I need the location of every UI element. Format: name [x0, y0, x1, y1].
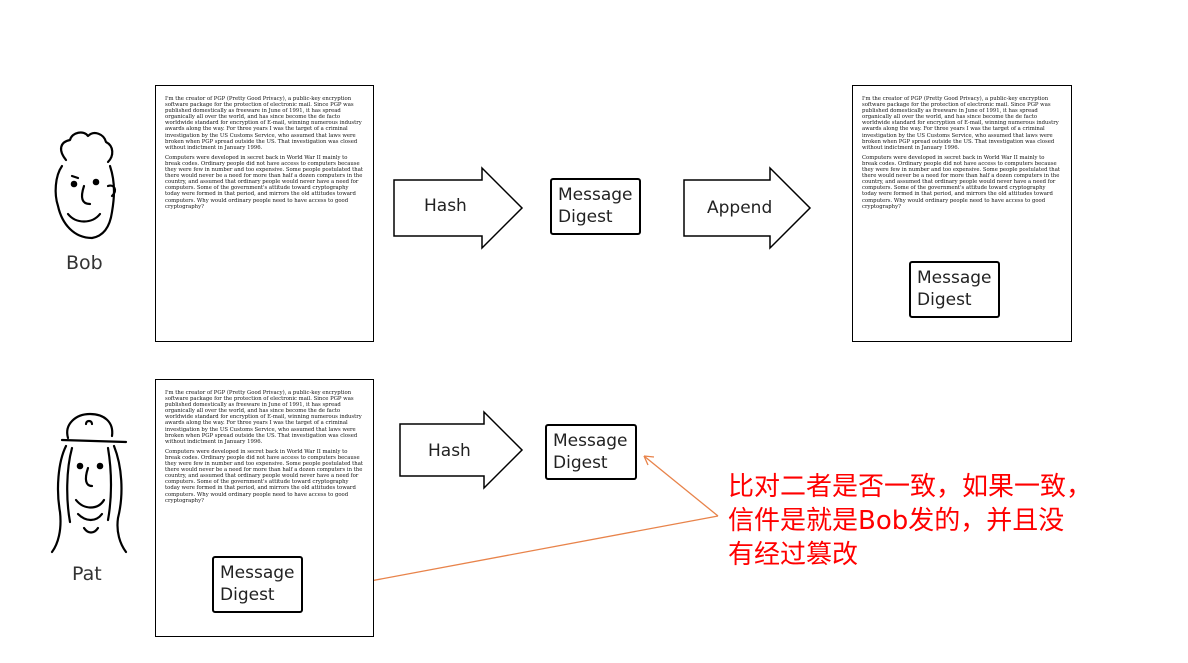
digest-line-2: Digest: [220, 585, 275, 605]
digest-line-2: Digest: [558, 207, 613, 227]
pat-face-icon: [50, 412, 128, 554]
digest-line-1: Message: [917, 268, 992, 288]
append-label: Append: [707, 198, 773, 218]
digest-line-2: Digest: [553, 453, 608, 473]
note-line-2: 信件是就是Bob发的，并且没: [728, 506, 1065, 536]
note-line-3: 有经过篡改: [728, 540, 859, 570]
digest-line-1: Message: [553, 431, 628, 451]
document-text: I'm the creator of PGP (Pretty Good Priv…: [165, 390, 363, 508]
document-paragraph-1: I'm the creator of PGP (Pretty Good Priv…: [165, 390, 362, 445]
message-digest-pat: Message Digest: [545, 424, 637, 480]
append-arrow: [683, 166, 812, 250]
hash-arrow-bottom: [399, 410, 524, 490]
note-line-1: 比对二者是否一致，如果一致，: [728, 472, 1093, 502]
document-text: I'm the creator of PGP (Pretty Good Priv…: [165, 96, 363, 214]
bob-label: Bob: [66, 252, 103, 274]
document-bob-original: I'm the creator of PGP (Pretty Good Priv…: [155, 85, 374, 342]
hash-arrow-top: [393, 166, 524, 250]
document-paragraph-2: Computers were developed in secret back …: [165, 448, 363, 504]
message-digest-bob: Message Digest: [550, 178, 641, 235]
document-signed: I'm the creator of PGP (Pretty Good Priv…: [852, 85, 1072, 342]
message-digest-appended: Message Digest: [909, 261, 1000, 318]
message-digest-received: Message Digest: [212, 556, 303, 613]
document-text: I'm the creator of PGP (Pretty Good Priv…: [862, 96, 1061, 214]
bob-face-icon: [54, 131, 117, 240]
hash-label-top: Hash: [424, 196, 467, 216]
digest-line-2: Digest: [917, 290, 972, 310]
document-paragraph-2: Computers were developed in secret back …: [165, 154, 363, 210]
comparison-note: 比对二者是否一致，如果一致， 信件是就是Bob发的，并且没 有经过篡改: [728, 470, 1168, 572]
digest-line-1: Message: [220, 563, 295, 583]
document-paragraph-1: I'm the creator of PGP (Pretty Good Priv…: [862, 96, 1059, 151]
pat-label: Pat: [72, 563, 102, 585]
document-pat-received: I'm the creator of PGP (Pretty Good Priv…: [155, 379, 374, 637]
document-paragraph-2: Computers were developed in secret back …: [862, 154, 1060, 210]
comparison-connector: [321, 455, 719, 596]
hash-label-bottom: Hash: [428, 441, 471, 461]
digest-line-1: Message: [558, 185, 633, 205]
document-paragraph-1: I'm the creator of PGP (Pretty Good Priv…: [165, 96, 362, 151]
